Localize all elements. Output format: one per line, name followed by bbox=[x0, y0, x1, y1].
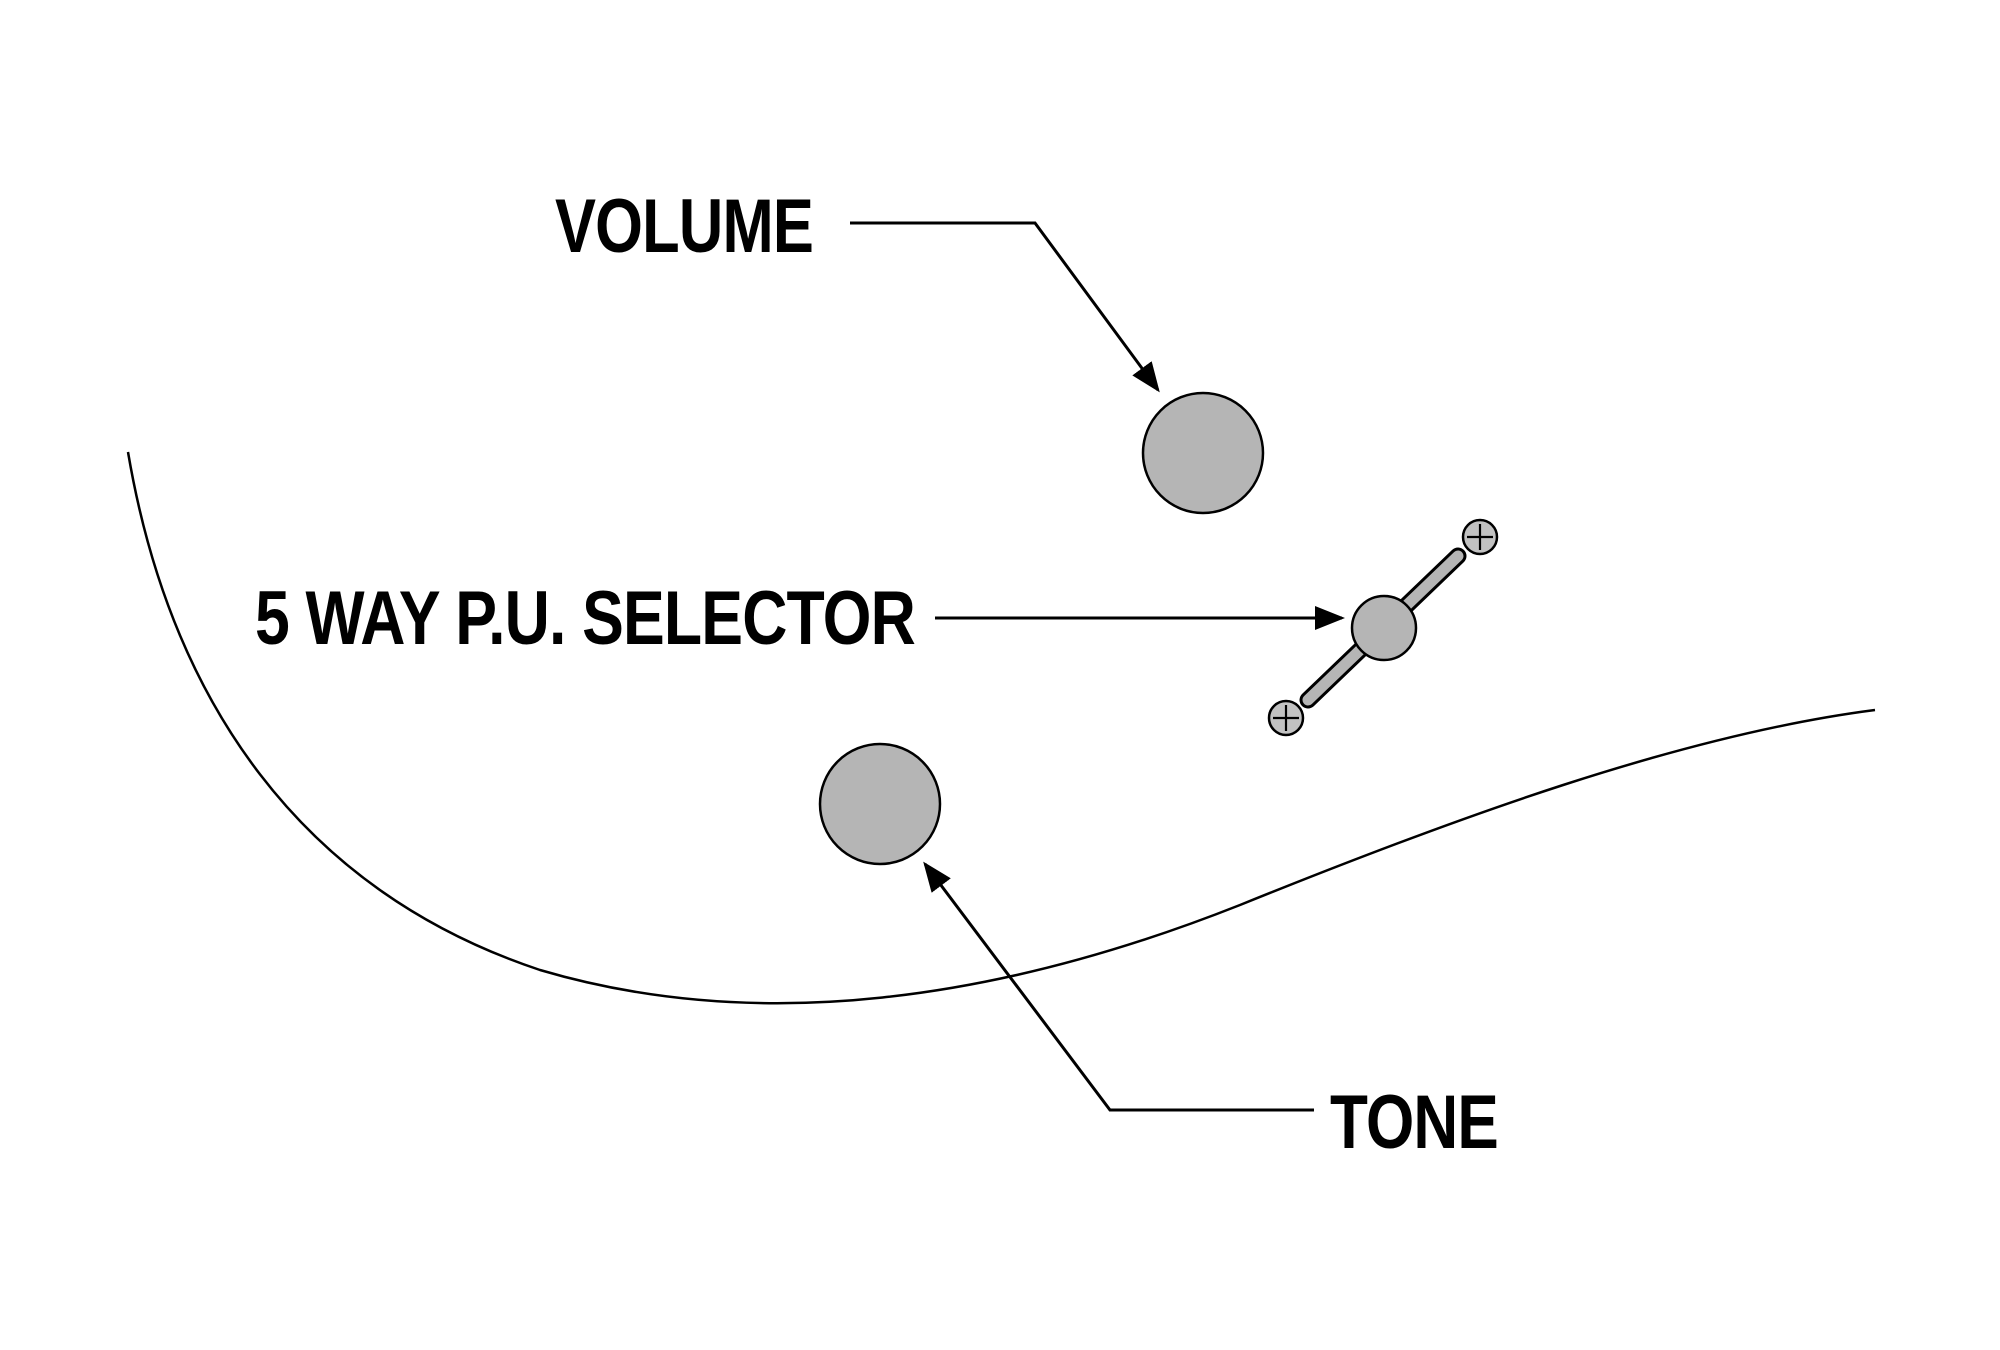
tone-knob bbox=[818, 742, 942, 866]
volume-label: VOLUME bbox=[555, 184, 813, 269]
selector-label: 5 WAY P.U. SELECTOR bbox=[255, 576, 915, 661]
tone-label: TONE bbox=[1330, 1080, 1498, 1165]
selector-knob bbox=[1350, 594, 1418, 662]
pickup-selector-switch bbox=[1267, 518, 1499, 737]
selector-screw-lower bbox=[1267, 699, 1305, 737]
guitar-body-outline bbox=[126, 451, 1876, 1005]
volume-knob bbox=[1141, 391, 1265, 515]
selector-screw-upper bbox=[1461, 518, 1499, 556]
volume-leader-arrow bbox=[850, 221, 1160, 393]
tone-leader-arrow bbox=[923, 861, 1314, 1112]
